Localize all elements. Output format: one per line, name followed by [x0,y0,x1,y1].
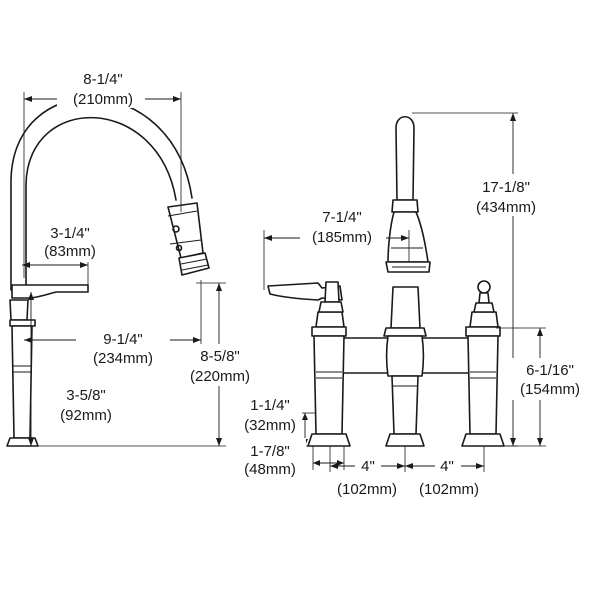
handle-reach-metric: (83mm) [44,243,96,260]
spacing-left-metric: (102mm) [337,481,397,498]
spacing-right-imperial: 4" [440,458,454,475]
handle-reach-imperial: 3-1/4" [50,225,90,242]
overall-height-metric: (434mm) [476,199,536,216]
handle-height-imperial: 3-5/8" [66,387,106,404]
handle-width-metric: (185mm) [312,229,372,246]
spacing-right-metric: (102mm) [419,481,479,498]
dimension-labels: 8-1/4" (210mm) 3-1/4" (83mm) 9-1/4" (234… [34,68,598,498]
spout-reach-metric: (210mm) [73,91,133,108]
bridge-height-imperial: 6-1/16" [526,362,574,379]
handle-width-imperial: 7-1/4" [322,209,362,226]
spray-clearance-imperial: 8-5/8" [200,348,240,365]
handle-height-metric: (92mm) [60,407,112,424]
bridge-height-metric: (154mm) [520,381,580,398]
base-diameter-metric: (48mm) [244,461,296,478]
spacing-left-imperial: 4" [361,458,375,475]
overall-height-imperial: 17-1/8" [482,179,530,196]
spray-clearance-metric: (220mm) [190,368,250,385]
spout-height-metric: (234mm) [93,350,153,367]
spout-reach-imperial: 8-1/4" [83,71,123,88]
spout-height-imperial: 9-1/4" [103,331,143,348]
base-height-imperial: 1-1/4" [250,397,290,414]
base-diameter-imperial: 1-7/8" [250,443,290,460]
front-view-faucet [267,115,505,447]
base-height-metric: (32mm) [244,417,296,434]
